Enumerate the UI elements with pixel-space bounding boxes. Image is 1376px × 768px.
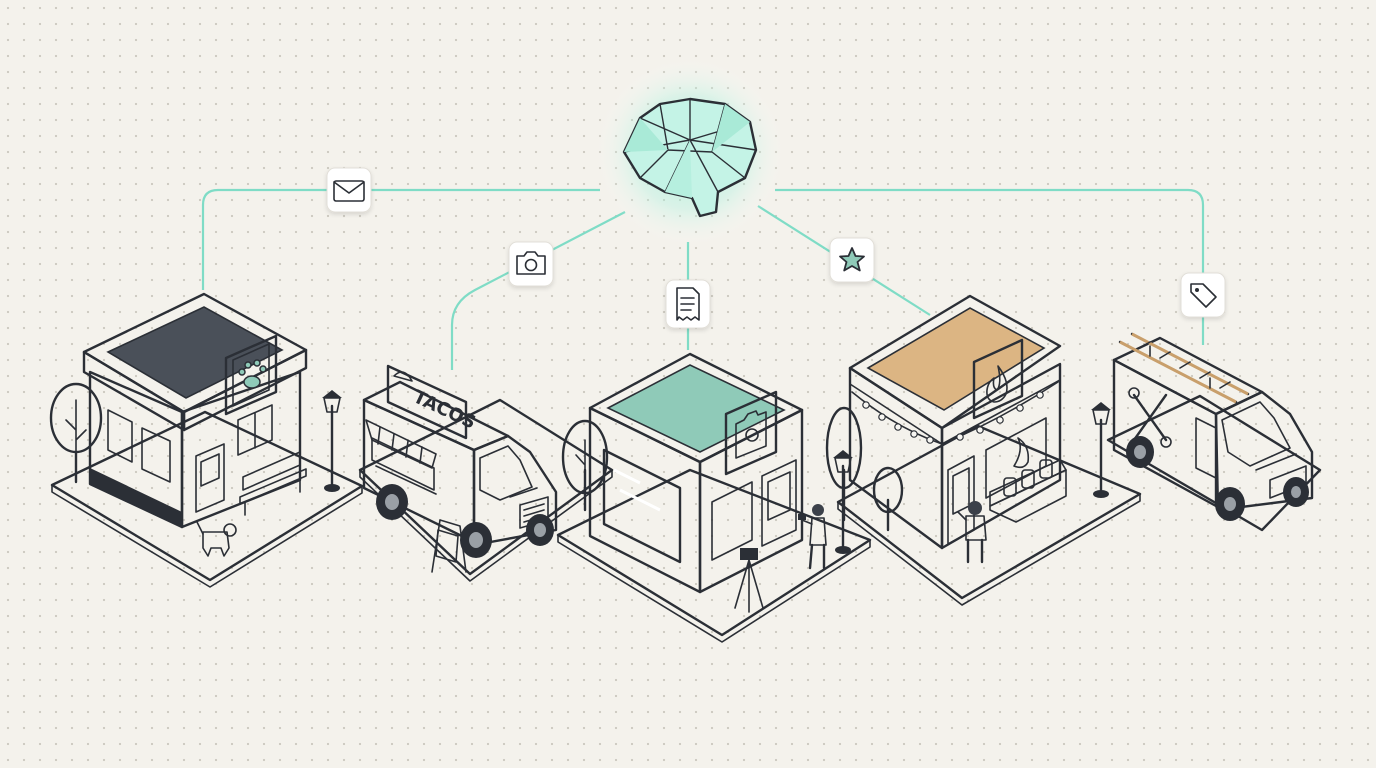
badge-camera [508,241,554,287]
menu-board [431,519,467,573]
badge-tag [1180,272,1226,318]
candle-counter [989,459,1067,523]
tripod-camera [734,548,764,613]
paw-sign [224,334,278,416]
roof-ladder [1118,332,1250,404]
badge-document [665,279,711,329]
street-lamp [1091,402,1111,498]
street-lamp [322,390,342,492]
tag-icon [1190,283,1217,308]
wheels [376,484,554,558]
badge-star [829,237,875,283]
paw-icon [238,359,267,389]
brain-icon [622,97,758,218]
photo-studio [556,352,872,643]
wrench-icon [1128,387,1172,448]
connector-pet-shop [201,188,600,290]
flame-sign [972,338,1024,420]
repair-van-plot [1106,394,1322,532]
taco-sign: TACOS [386,364,479,440]
envelope-icon [333,180,365,202]
connector-taco-truck [450,211,626,370]
hub [595,57,785,247]
person-photographer [798,504,827,570]
string-lights [851,381,1059,445]
badge-envelope [326,167,372,213]
wheels [1126,436,1309,521]
tree [49,382,103,484]
taco-icon [393,371,413,382]
bench [239,451,307,516]
star-icon [839,247,865,272]
connector-repair-van [775,188,1205,345]
tree [825,406,904,532]
candle-shop [825,294,1142,606]
person-customer [957,501,987,564]
document-icon [676,287,700,321]
repair-van [1106,332,1322,532]
camera-sign [724,390,778,476]
tree [561,419,609,512]
connector-lines [201,188,1205,370]
camera-icon [516,251,546,275]
dog [196,521,237,557]
taco-truck: TACOS [358,364,614,582]
flame-icon [986,365,1008,403]
pet-shop [49,292,364,588]
